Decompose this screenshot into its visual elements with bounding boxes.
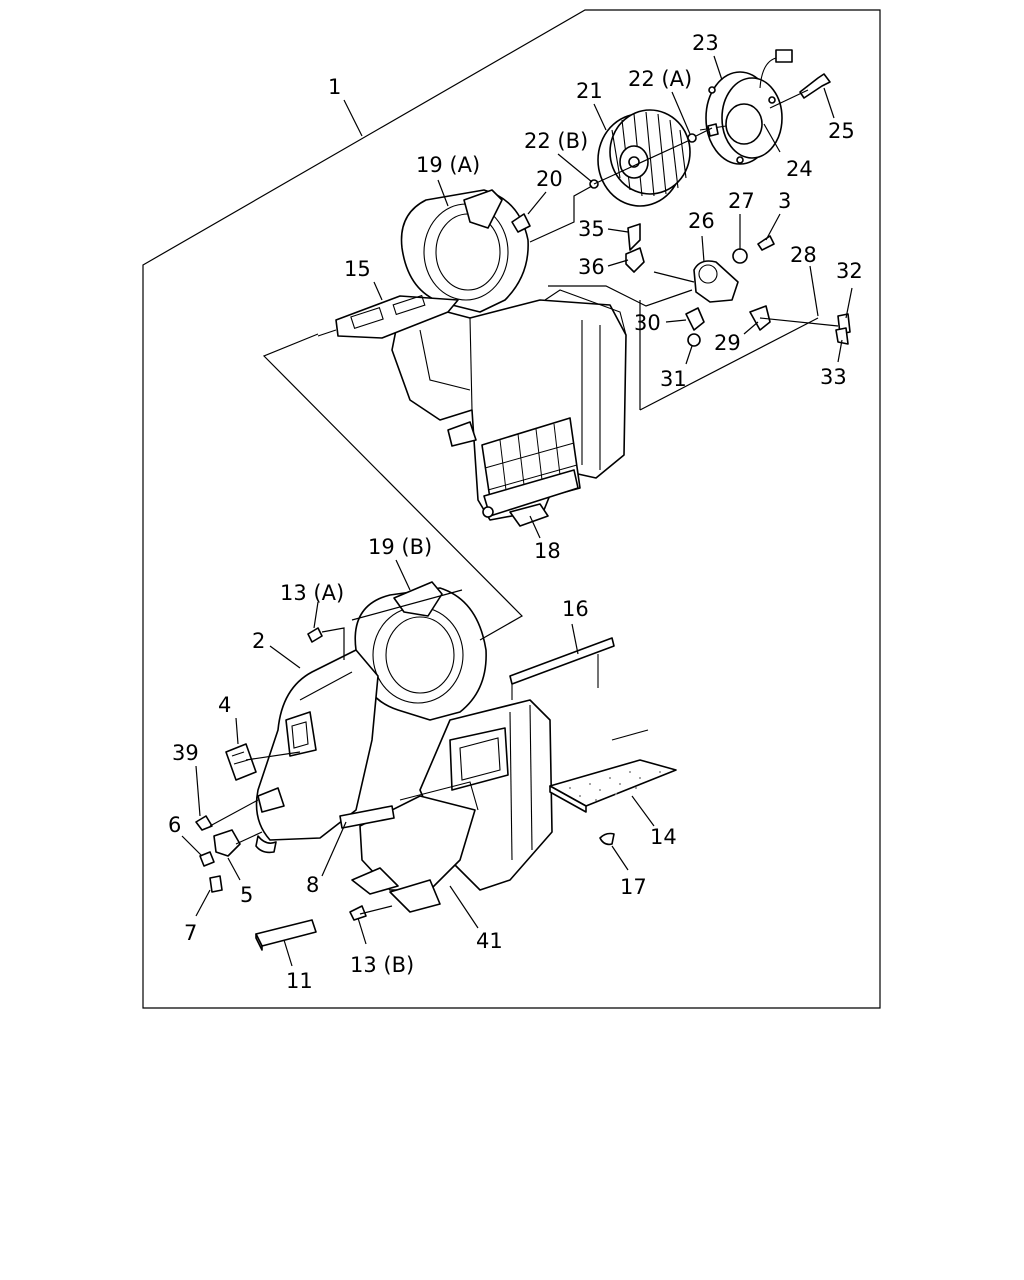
callout-39: 39 bbox=[172, 741, 199, 765]
clip-33 bbox=[835, 327, 849, 345]
upper-small-parts bbox=[511, 73, 851, 347]
assembly-frame bbox=[142, 9, 881, 1009]
blower-fan-21 bbox=[597, 109, 691, 207]
callout-29: 29 bbox=[714, 331, 741, 355]
link-35 bbox=[627, 223, 641, 251]
lever-30 bbox=[685, 307, 705, 331]
callout-28: 28 bbox=[790, 243, 817, 267]
callout-2: 2 bbox=[252, 629, 265, 653]
callout-labels: 1 19 (A) 15 20 21 22 (B) 22 (A) 23 24 25… bbox=[168, 31, 863, 993]
rod-16 bbox=[509, 637, 615, 685]
callout-32: 32 bbox=[836, 259, 863, 283]
callout-20: 20 bbox=[536, 167, 563, 191]
callout-25: 25 bbox=[828, 119, 855, 143]
callout-15: 15 bbox=[344, 257, 371, 281]
seal-8 bbox=[339, 805, 395, 829]
screw-25 bbox=[799, 73, 831, 99]
callout-18: 18 bbox=[534, 539, 561, 563]
callout-11: 11 bbox=[286, 969, 313, 993]
screw-3 bbox=[757, 235, 775, 251]
grommet-20 bbox=[511, 213, 531, 233]
callout-35: 35 bbox=[578, 217, 605, 241]
callout-26: 26 bbox=[688, 209, 715, 233]
lever-36 bbox=[625, 247, 645, 273]
lower-case-19b bbox=[255, 581, 553, 913]
callout-33: 33 bbox=[820, 365, 847, 389]
callout-23: 23 bbox=[692, 31, 719, 55]
callout-5: 5 bbox=[240, 883, 253, 907]
lower-filter-parts bbox=[509, 637, 677, 846]
pin-7 bbox=[209, 875, 223, 893]
screw-13b bbox=[349, 905, 367, 921]
leader-lines bbox=[181, 55, 853, 967]
assembly-lines bbox=[209, 89, 839, 915]
callout-21: 21 bbox=[576, 79, 603, 103]
callout-36: 36 bbox=[578, 255, 605, 279]
callout-16: 16 bbox=[562, 597, 589, 621]
callout-3: 3 bbox=[778, 189, 791, 213]
bracket-11 bbox=[255, 919, 317, 947]
callout-17: 17 bbox=[620, 875, 647, 899]
callout-22b: 22 (B) bbox=[524, 129, 588, 153]
callout-4: 4 bbox=[218, 693, 231, 717]
clip-6 bbox=[199, 851, 215, 867]
servo-5 bbox=[213, 829, 241, 857]
callout-13b: 13 (B) bbox=[350, 953, 414, 977]
callout-22a: 22 (A) bbox=[628, 67, 692, 91]
actuator-26 bbox=[693, 260, 739, 303]
filter-texture bbox=[569, 771, 661, 801]
callout-7: 7 bbox=[184, 921, 197, 945]
clip-17 bbox=[599, 832, 615, 846]
callout-30: 30 bbox=[634, 311, 661, 335]
callout-6: 6 bbox=[168, 813, 181, 837]
callout-31: 31 bbox=[660, 367, 687, 391]
blower-motor-23 bbox=[699, 49, 793, 165]
screw-13a bbox=[307, 627, 323, 643]
upper-case-19a bbox=[317, 189, 627, 527]
callout-19a: 19 (A) bbox=[416, 153, 480, 177]
callout-8: 8 bbox=[306, 873, 319, 897]
nut-31 bbox=[687, 333, 701, 347]
washer-27 bbox=[732, 248, 748, 264]
callout-24: 24 bbox=[786, 157, 813, 181]
screw-39 bbox=[195, 815, 213, 831]
callout-41: 41 bbox=[476, 929, 503, 953]
lower-small-parts bbox=[195, 627, 395, 951]
callout-13a: 13 (A) bbox=[280, 581, 344, 605]
callout-1: 1 bbox=[328, 75, 341, 99]
callout-19b: 19 (B) bbox=[368, 535, 432, 559]
callout-27: 27 bbox=[728, 189, 755, 213]
callout-14: 14 bbox=[650, 825, 677, 849]
